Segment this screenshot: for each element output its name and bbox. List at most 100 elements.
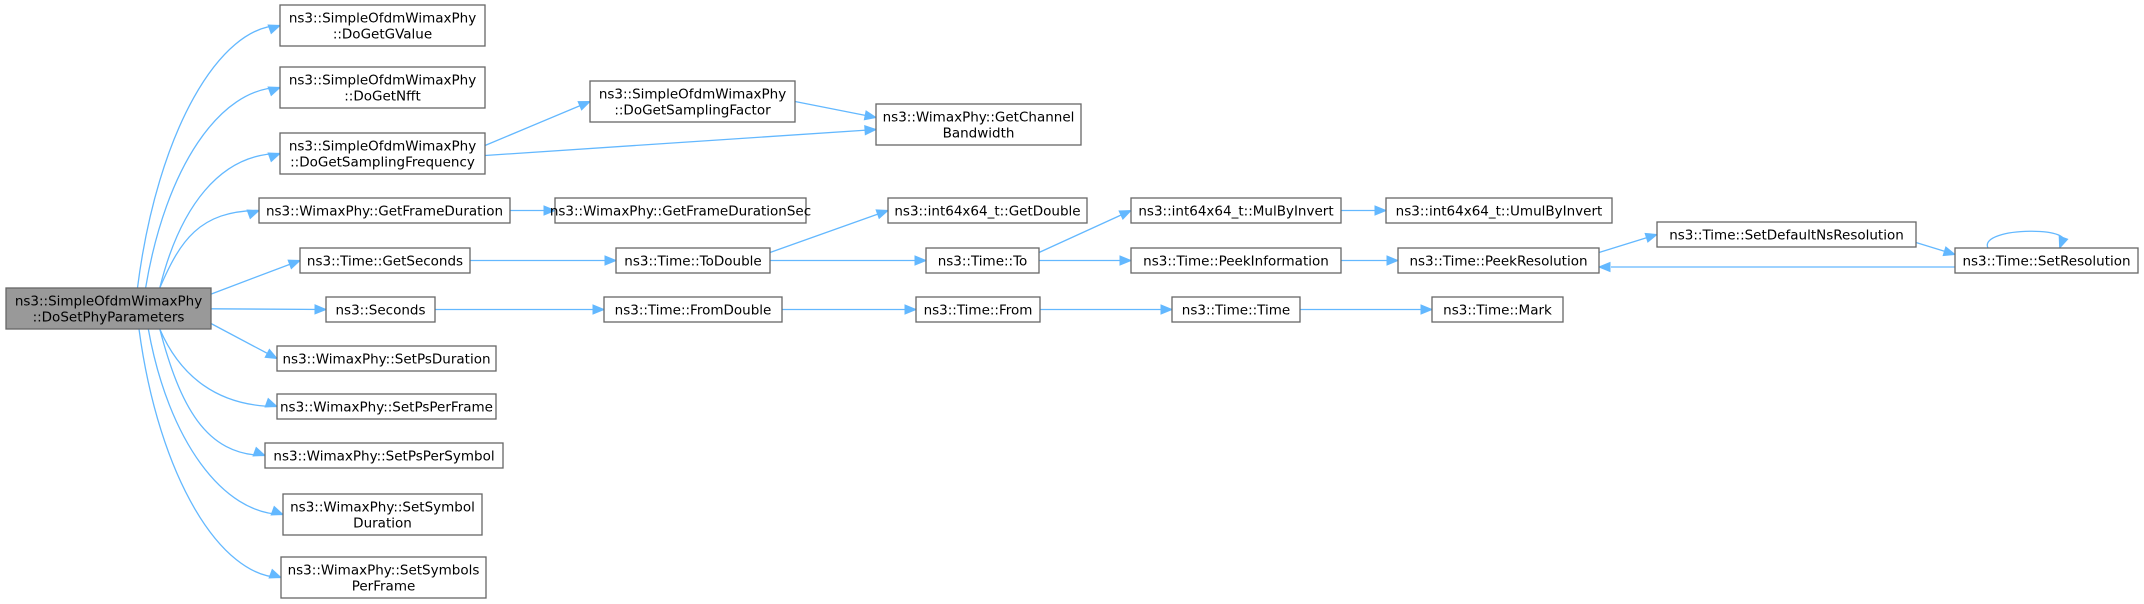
node-set-ps-duration[interactable]: ns3::WimaxPhy::SetPsDuration (276, 345, 497, 372)
node-label: ns3::int64x64_t::MulByInvert (1138, 204, 1333, 220)
node-box (279, 66, 486, 109)
edge-line (210, 322, 278, 360)
node-get-frame-duration-sec[interactable]: ns3::WimaxPhy::GetFrameDurationSec (550, 197, 811, 224)
node-root[interactable]: ns3::SimpleOfdmWimaxPhy::DoSetPhyParamet… (5, 287, 212, 330)
node-set-ps-per-frame[interactable]: ns3::WimaxPhy::SetPsPerFrame (276, 393, 497, 420)
node-box (299, 247, 471, 274)
edge-time-to-double-to-int64-get-double (769, 209, 890, 254)
node-set-ps-per-symbol[interactable]: ns3::WimaxPhy::SetPsPerSymbol (264, 442, 504, 469)
edge-line (144, 86, 281, 289)
node-box (1954, 247, 2139, 274)
node-label: Bandwidth (943, 126, 1015, 142)
edge-get-frame-duration-to-get-frame-duration-sec (510, 205, 557, 216)
arrowhead (1644, 232, 1659, 243)
node-label: ns3::Time::PeekResolution (1409, 254, 1587, 270)
node-label: ns3::WimaxPhy::SetPsPerFrame (280, 400, 493, 416)
edge-root-to-get-g-value (136, 24, 282, 289)
edge-line (138, 328, 282, 579)
node-time-peek-information[interactable]: ns3::Time::PeekInformation (1130, 247, 1342, 274)
node-time-mark[interactable]: ns3::Time::Mark (1431, 296, 1564, 323)
node-get-g-value[interactable]: ns3::SimpleOfdmWimaxPhy::DoGetGValue (279, 4, 486, 47)
arrowhead (267, 86, 282, 97)
node-time-set-default-ns-resolution[interactable]: ns3::Time::SetDefaultNsResolution (1656, 221, 1917, 248)
node-label: ns3::Time::GetSeconds (307, 254, 463, 270)
node-int64-mul-by-invert[interactable]: ns3::int64x64_t::MulByInvert (1130, 197, 1342, 224)
node-label: ::DoGetNfft (344, 89, 421, 105)
edge-line (769, 209, 889, 254)
edge-time-to-to-int64-mul-by-invert (1038, 209, 1133, 254)
node-label: ns3::WimaxPhy::SetSymbols (288, 563, 480, 579)
edge-time-peek-resolution-to-time-set-default-ns-resolution (1598, 232, 1659, 254)
node-int64-umul-by-invert[interactable]: ns3::int64x64_t::UmulByInvert (1385, 197, 1613, 224)
edge-line (1986, 230, 2065, 249)
arrowhead (1420, 304, 1434, 315)
edge-get-sampling-frequency-to-get-channel-bandwidth (484, 125, 878, 157)
edge-line (484, 128, 877, 157)
node-label: ::DoGetGValue (333, 27, 432, 43)
edge-line (159, 152, 281, 289)
arrowhead (863, 110, 878, 121)
edge-time-from-double-to-time-from (782, 304, 918, 315)
node-label: ns3::Time::To (938, 254, 1028, 270)
arrowhead (264, 397, 279, 408)
node-box (589, 80, 796, 123)
edge-root-to-time-get-seconds (210, 259, 302, 295)
edge-root-to-get-sampling-frequency (159, 152, 282, 289)
edge-line (159, 328, 278, 408)
node-box (887, 197, 1088, 224)
edges-layer (136, 24, 2069, 579)
node-label: ns3::Time::SetDefaultNsResolution (1669, 228, 1904, 244)
edge-line (147, 328, 284, 516)
node-time-peek-resolution[interactable]: ns3::Time::PeekResolution (1397, 247, 1600, 274)
node-time-from-double[interactable]: ns3::Time::FromDouble (603, 296, 783, 323)
node-time-to-double[interactable]: ns3::Time::ToDouble (615, 247, 771, 274)
node-time-get-seconds[interactable]: ns3::Time::GetSeconds (299, 247, 471, 274)
arrowhead (1118, 209, 1133, 221)
arrowhead (875, 209, 890, 220)
node-label: ns3::SimpleOfdmWimaxPhy (599, 87, 786, 103)
node-label: ns3::WimaxPhy::SetSymbol (290, 500, 475, 516)
node-get-nfft[interactable]: ns3::SimpleOfdmWimaxPhy::DoGetNfft (279, 66, 486, 109)
edge-time-from-to-time-time (1040, 304, 1174, 315)
edge-line (210, 308, 327, 311)
edge-time-set-resolution-to-time-peek-resolution (1597, 261, 1955, 273)
node-int64-get-double[interactable]: ns3::int64x64_t::GetDouble (887, 197, 1088, 224)
node-label: ::DoGetSamplingFrequency (290, 155, 475, 171)
node-seconds[interactable]: ns3::Seconds (325, 296, 436, 323)
arrowhead (1160, 304, 1174, 315)
edge-root-to-get-nfft (144, 86, 282, 289)
node-get-sampling-factor[interactable]: ns3::SimpleOfdmWimaxPhy::DoGetSamplingFa… (589, 80, 796, 123)
node-label: PerFrame (352, 579, 416, 595)
arrowhead (592, 304, 606, 315)
node-time-to[interactable]: ns3::Time::To (925, 247, 1040, 274)
node-label: ::DoGetSamplingFactor (614, 103, 771, 119)
node-get-sampling-frequency[interactable]: ns3::SimpleOfdmWimaxPhy::DoGetSamplingFr… (279, 132, 486, 175)
edge-time-to-double-to-time-to (770, 255, 928, 266)
edge-root-to-seconds (210, 304, 328, 315)
edge-time-set-resolution-to-time-set-resolution (1986, 230, 2069, 250)
edge-line (159, 328, 266, 457)
node-get-frame-duration[interactable]: ns3::WimaxPhy::GetFrameDuration (258, 197, 511, 224)
arrowhead (1119, 255, 1133, 266)
node-label: ns3::SimpleOfdmWimaxPhy (15, 294, 202, 310)
edge-int64-mul-by-invert-to-int64-umul-by-invert (1341, 205, 1388, 216)
node-label: ns3::SimpleOfdmWimaxPhy (289, 11, 476, 27)
arrowhead (604, 255, 618, 266)
node-time-set-resolution[interactable]: ns3::Time::SetResolution (1954, 247, 2139, 274)
edge-time-time-to-time-mark (1300, 304, 1434, 315)
node-time-time[interactable]: ns3::Time::Time (1171, 296, 1301, 323)
node-box (915, 296, 1041, 323)
node-label: ns3::Time::Mark (1443, 303, 1552, 319)
arrowhead (864, 125, 878, 136)
node-box (554, 197, 807, 224)
arrowhead (252, 446, 267, 457)
edge-root-to-get-frame-duration (159, 209, 261, 289)
edge-root-to-set-ps-duration (210, 322, 279, 360)
arrowhead (1942, 246, 1957, 257)
node-time-from[interactable]: ns3::Time::From (915, 296, 1041, 323)
node-label: Duration (353, 516, 412, 532)
arrowhead (1386, 255, 1400, 266)
